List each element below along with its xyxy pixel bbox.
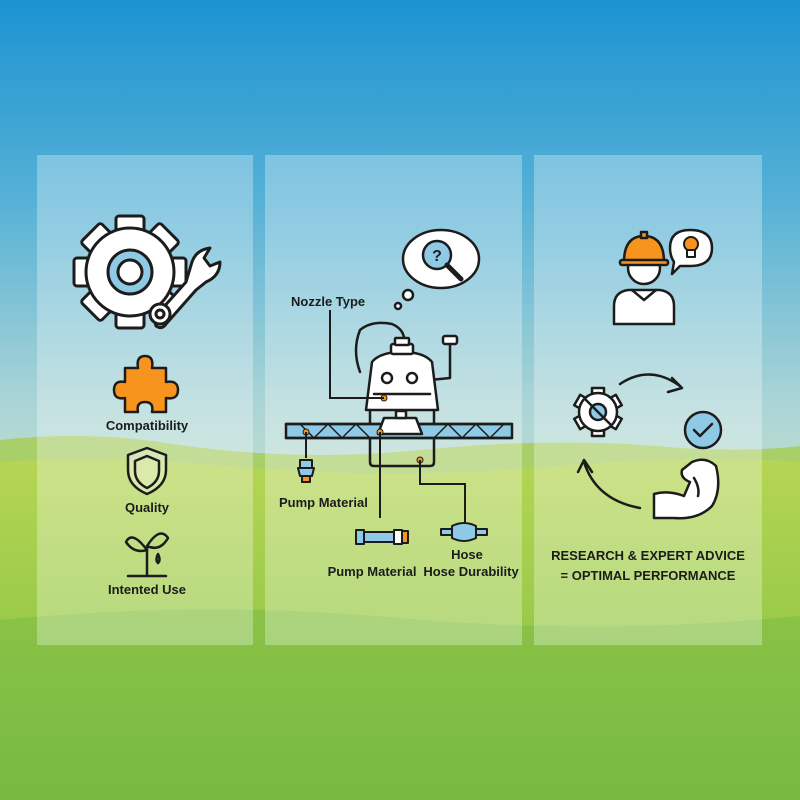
sprayer-icon bbox=[284, 321, 514, 468]
svg-text:?: ? bbox=[432, 248, 442, 265]
pump-icon bbox=[355, 529, 409, 545]
seedling-icon bbox=[124, 532, 170, 578]
quality-label: Quality bbox=[124, 500, 170, 515]
magnifier-question-icon: ? bbox=[421, 239, 464, 282]
hose-icon bbox=[440, 522, 488, 542]
cycle-arrows bbox=[576, 373, 684, 510]
shield-icon bbox=[126, 446, 168, 496]
hose-durability-label: Hose Durability bbox=[423, 564, 519, 579]
pump-material-bottom-label: Pump Material bbox=[327, 564, 417, 579]
conclusion-line-2: = OPTIMAL PERFORMANCE bbox=[560, 568, 736, 583]
conclusion-line-1: RESEARCH & EXPERT ADVICE bbox=[551, 548, 745, 563]
puzzle-icon bbox=[112, 354, 180, 414]
engineer-icon bbox=[612, 230, 676, 326]
intended-use-label: Intented Use bbox=[107, 582, 187, 597]
gear-cycle-icon bbox=[572, 386, 624, 438]
compatibility-label: Compatibility bbox=[105, 418, 189, 433]
pump-nozzle-icon bbox=[297, 459, 315, 483]
pump-material-left-label: Pump Material bbox=[279, 495, 368, 510]
muscle-arm-icon bbox=[652, 458, 720, 520]
lightbulb-icon bbox=[683, 236, 699, 258]
hose-label: Hose bbox=[451, 547, 483, 562]
gear-wrench-icon bbox=[72, 214, 222, 330]
nozzle-type-label: Nozzle Type bbox=[291, 294, 366, 309]
checkmark-icon bbox=[683, 410, 723, 450]
callout-lines bbox=[305, 310, 466, 524]
